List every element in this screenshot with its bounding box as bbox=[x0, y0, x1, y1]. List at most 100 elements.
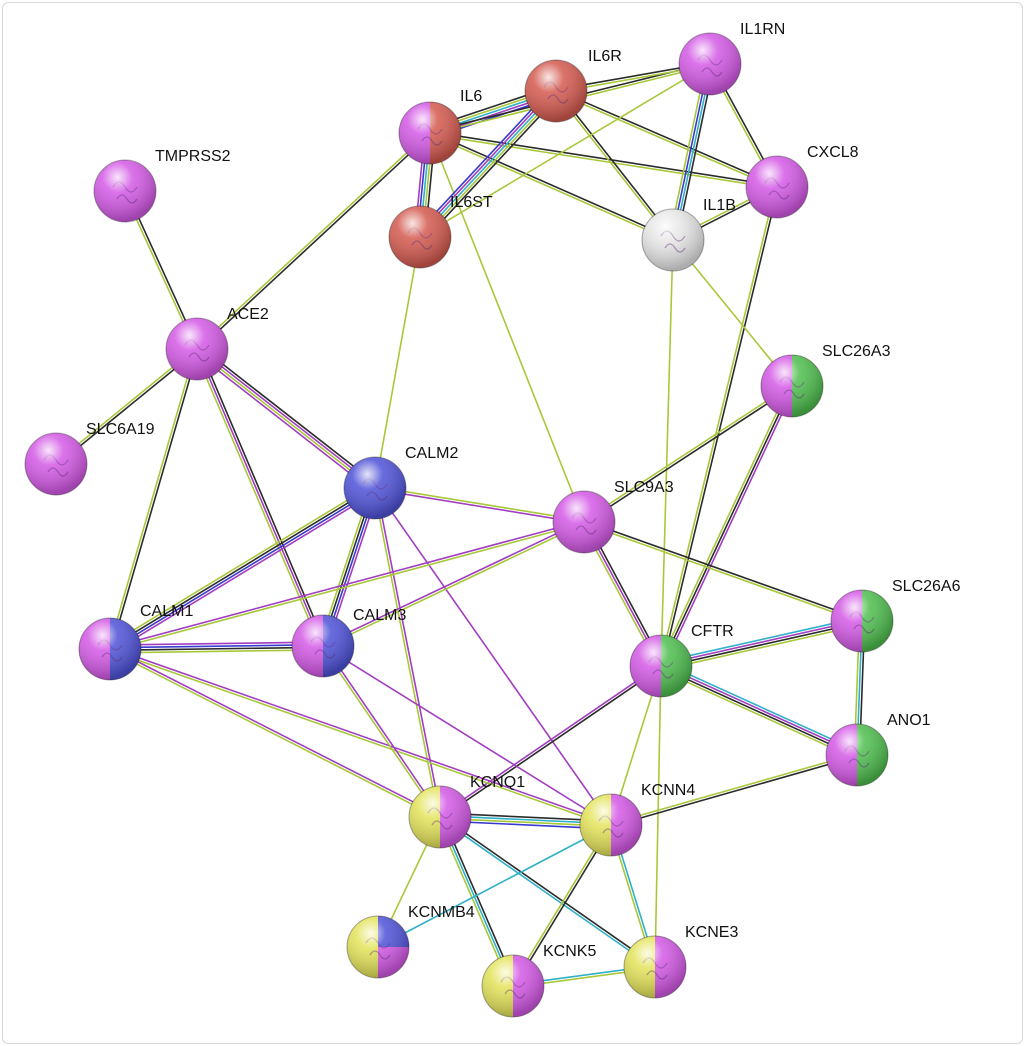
edge-strand bbox=[660, 618, 862, 666]
edge-ace2-calm2 bbox=[194, 345, 378, 492]
edge-strand bbox=[610, 752, 857, 825]
node-body bbox=[25, 433, 87, 495]
edge-strand bbox=[429, 133, 777, 190]
edge-strand bbox=[110, 522, 585, 652]
edge-strand bbox=[321, 646, 440, 819]
edge-strand bbox=[662, 386, 796, 668]
edge-strand bbox=[195, 131, 430, 349]
edge-strand bbox=[107, 483, 374, 647]
edge-strand bbox=[110, 647, 441, 817]
node-rim bbox=[24, 432, 88, 496]
node-body bbox=[94, 160, 156, 222]
node-label: CALM3 bbox=[353, 607, 406, 624]
edge-calm1-kcnq1 bbox=[109, 647, 441, 819]
node-body bbox=[79, 618, 141, 680]
node-ace2[interactable]: ACE2 bbox=[165, 306, 269, 381]
node-label: SLC6A19 bbox=[86, 421, 155, 438]
node-label: ACE2 bbox=[227, 306, 269, 323]
node-calm3[interactable]: CALM3 bbox=[291, 607, 406, 678]
edge-cftr-slc26a6 bbox=[659, 616, 864, 671]
edge-strand bbox=[419, 63, 711, 238]
edge-il1rn-il6st bbox=[419, 63, 711, 238]
edge-il1b-slc26a3 bbox=[672, 239, 793, 387]
node-calm1[interactable]: CALM1 bbox=[78, 603, 193, 681]
edge-ace2-calm1 bbox=[107, 348, 200, 650]
node-label: SLC26A3 bbox=[822, 343, 891, 360]
edge-strand bbox=[109, 649, 611, 827]
edge-strand bbox=[556, 89, 675, 240]
node-body bbox=[347, 916, 409, 978]
edge-strand bbox=[556, 89, 778, 187]
node-label: ANO1 bbox=[887, 712, 931, 729]
node-slc26a3[interactable]: SLC26A3 bbox=[760, 343, 891, 418]
node-cftr[interactable]: CFTR bbox=[629, 623, 734, 698]
edge-strand bbox=[323, 644, 442, 817]
edge-strand bbox=[582, 384, 792, 522]
node-label: SLC9A3 bbox=[614, 479, 674, 496]
edge-strand bbox=[429, 133, 673, 242]
node-body bbox=[344, 457, 406, 519]
node-label: CALM2 bbox=[405, 445, 458, 462]
node-label: IL1RN bbox=[740, 21, 785, 38]
node-kcnmb4[interactable]: KCNMB4 bbox=[346, 904, 475, 979]
node-rim bbox=[388, 205, 452, 269]
node-slc9a3[interactable]: SLC9A3 bbox=[552, 479, 674, 554]
edge-strand bbox=[661, 664, 858, 755]
edge-strand bbox=[108, 486, 375, 649]
node-label: KCNMB4 bbox=[408, 904, 475, 921]
edge-il6st-calm2 bbox=[374, 236, 421, 489]
node-il1b[interactable]: IL1B bbox=[641, 197, 736, 272]
node-il1rn[interactable]: IL1RN bbox=[678, 21, 785, 96]
edge-strand bbox=[658, 186, 777, 666]
edge-strand bbox=[584, 520, 863, 621]
node-label: KCNQ1 bbox=[470, 774, 525, 791]
edge-strand bbox=[109, 519, 584, 649]
node-slc26a6[interactable]: SLC26A6 bbox=[830, 578, 961, 653]
edge-strand bbox=[323, 522, 585, 648]
node-rim bbox=[93, 159, 157, 223]
node-kcne3[interactable]: KCNE3 bbox=[623, 924, 738, 999]
node-slc6a19[interactable]: SLC6A19 bbox=[24, 421, 155, 496]
edge-strand bbox=[438, 817, 655, 969]
edge-ace2-il6 bbox=[195, 131, 432, 351]
node-rim bbox=[760, 354, 824, 418]
edge-calm1-kcnn4 bbox=[109, 647, 612, 827]
node-rim bbox=[745, 155, 809, 219]
edge-strand bbox=[440, 666, 663, 819]
edge-strand bbox=[374, 236, 421, 489]
edge-kcnq1-kcne3 bbox=[438, 815, 657, 969]
node-calm2[interactable]: CALM2 bbox=[343, 445, 458, 520]
node-kcnn4[interactable]: KCNN4 bbox=[579, 782, 695, 857]
edge-strand bbox=[419, 90, 557, 238]
node-il6r[interactable]: IL6R bbox=[524, 48, 622, 123]
edge-strand bbox=[659, 668, 856, 760]
edge-strand bbox=[109, 649, 440, 819]
node-body bbox=[166, 318, 228, 380]
edge-il6-il1b bbox=[429, 131, 674, 242]
edge-strand bbox=[195, 349, 375, 490]
node-rim bbox=[481, 954, 545, 1018]
edge-strand bbox=[198, 347, 327, 646]
edge-cftr-kcnq1 bbox=[438, 664, 663, 819]
edge-strand bbox=[611, 755, 858, 828]
edge-strand bbox=[440, 815, 657, 967]
edge-strand bbox=[110, 649, 324, 654]
node-tmprss2[interactable]: TMPRSS2 bbox=[93, 148, 231, 223]
node-rim bbox=[552, 490, 616, 554]
edge-strand bbox=[657, 384, 791, 666]
edge-strand bbox=[554, 91, 673, 242]
node-il6st[interactable]: IL6ST bbox=[388, 194, 493, 269]
node-rim bbox=[623, 935, 687, 999]
node-cxcl8[interactable]: CXCL8 bbox=[745, 144, 859, 219]
edge-strand bbox=[374, 488, 584, 525]
edge-strand bbox=[110, 646, 324, 652]
node-label: KCNN4 bbox=[641, 782, 695, 799]
node-label: CALM1 bbox=[140, 603, 193, 620]
node-ano1[interactable]: ANO1 bbox=[825, 712, 931, 787]
edge-strand bbox=[110, 349, 200, 650]
edge-strand bbox=[430, 130, 778, 187]
node-label: TMPRSS2 bbox=[155, 148, 231, 165]
edge-strand bbox=[555, 91, 777, 189]
